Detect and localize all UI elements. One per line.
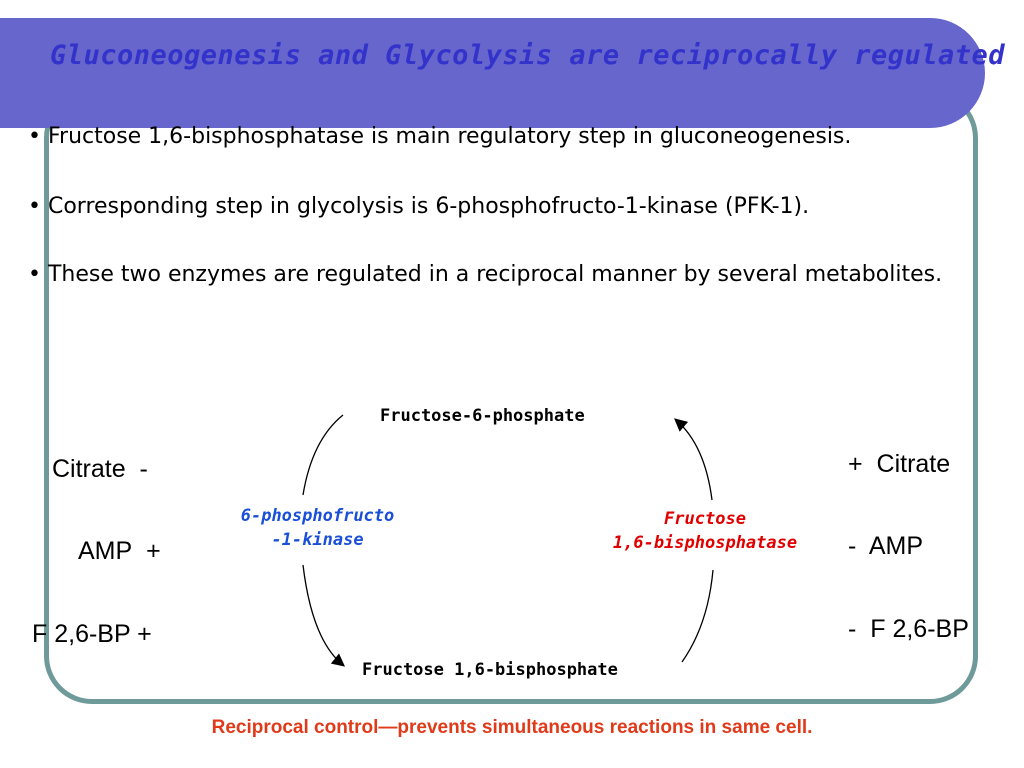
pfk1-enzyme-label: 6-phosphofructo -1-kinase [205, 504, 430, 552]
right-regulator-citrate: + Citrate [848, 450, 950, 479]
regulator-name: F 2,6-BP [870, 615, 969, 643]
regulator-sign: + [848, 450, 863, 478]
bullet-2: • Corresponding step in glycolysis is 6-… [28, 194, 810, 219]
left-regulator-amp: AMP + [78, 537, 161, 566]
pfk1-line-2: -1-kinase [271, 530, 364, 550]
left-regulator-citrate: Citrate - [52, 455, 148, 484]
right-arrow-lower [681, 569, 714, 663]
slide-title: Gluconeogenesis and Glycolysis are recip… [50, 40, 1006, 71]
regulator-name: F 2,6-BP [32, 620, 131, 648]
footer-note: Reciprocal control—prevents simultaneous… [211, 717, 813, 738]
left-regulator-f26bp: F 2,6-BP + [32, 620, 152, 649]
fructose-6-phosphate-node: Fructose-6-phosphate [380, 406, 585, 426]
left-arrow-lower [302, 564, 346, 667]
fbpase-line-2: 1,6-bisphosphatase [612, 533, 798, 553]
regulator-name: Citrate [876, 450, 951, 478]
regulator-name: AMP [868, 532, 924, 560]
fbpase-enzyme-label: Fructose 1,6-bisphosphatase [580, 507, 830, 555]
bullet-1: • Fructose 1,6-bisphosphatase is main re… [28, 124, 852, 149]
regulator-name: Citrate [52, 455, 126, 483]
regulator-sign: - [848, 615, 857, 643]
right-arrow-upper [674, 418, 713, 501]
regulator-sign: - [848, 532, 857, 560]
regulator-sign: + [146, 537, 161, 565]
right-regulator-f26bp: - F 2,6-BP [848, 615, 969, 644]
title-banner [0, 18, 985, 128]
pfk1-line-1: 6-phosphofructo [240, 506, 395, 526]
left-arrow-upper [302, 414, 344, 496]
fructose-1-6-bisphosphate-node: Fructose 1,6-bisphosphate [362, 660, 618, 680]
regulator-sign: + [137, 620, 152, 648]
regulator-name: AMP [78, 537, 133, 565]
bullet-3: • These two enzymes are regulated in a r… [28, 262, 943, 287]
right-regulator-amp: - AMP [848, 532, 923, 561]
fbpase-line-1: Fructose [664, 509, 746, 529]
regulator-sign: - [139, 455, 148, 483]
